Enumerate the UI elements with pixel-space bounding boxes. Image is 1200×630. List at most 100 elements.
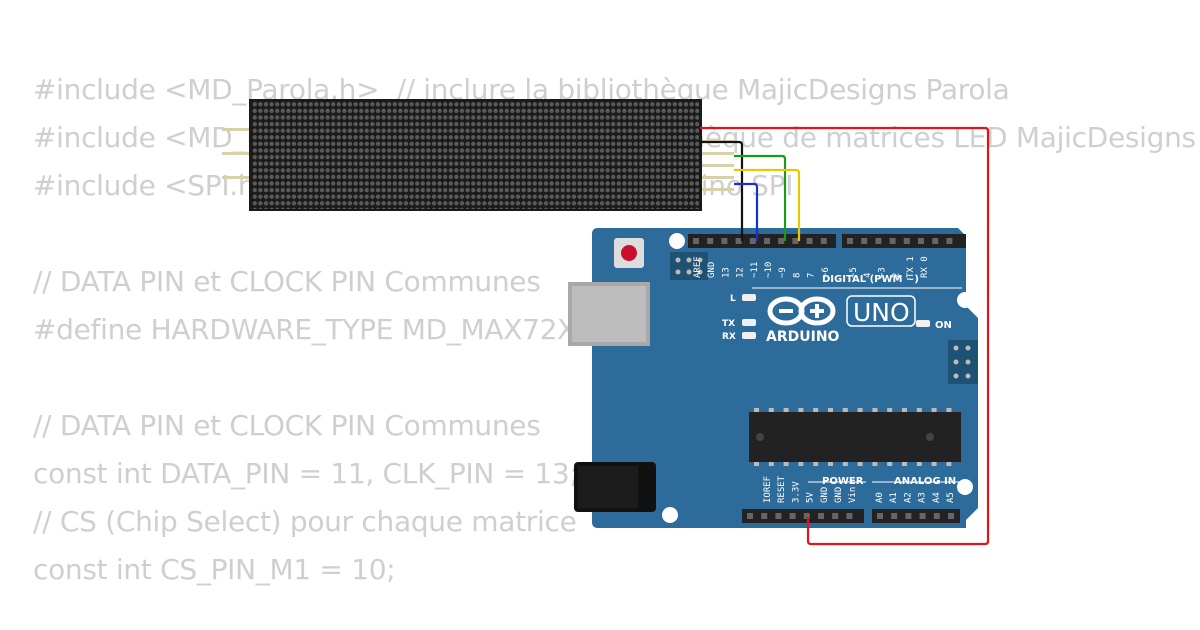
- led-tx: [742, 319, 756, 326]
- pin-hole[interactable]: [818, 513, 824, 519]
- microcontroller-chip: [749, 412, 961, 462]
- wire-vcc-red[interactable]: [700, 126, 990, 546]
- pin-hole[interactable]: [903, 238, 910, 244]
- pin-hole[interactable]: [721, 238, 728, 244]
- digital-pin-label: 4: [863, 273, 873, 278]
- pin-hole[interactable]: [775, 513, 782, 519]
- pin-hole[interactable]: [820, 238, 827, 244]
- pin-hole[interactable]: [749, 238, 756, 244]
- digital-pin-label: RX 0: [920, 256, 930, 278]
- pin-hole[interactable]: [846, 513, 853, 519]
- digital-label: DIGITAL (PWM ~): [822, 274, 919, 285]
- pin-hole[interactable]: [747, 513, 753, 519]
- analog-pin-label: A3: [918, 492, 928, 503]
- analog-pin-label: A5: [946, 492, 956, 503]
- rx-label: RX: [722, 332, 736, 342]
- wire-clk-yellow[interactable]: [734, 168, 801, 241]
- mounting-hole: [662, 507, 678, 523]
- pin-hole[interactable]: [948, 513, 954, 519]
- wire-din-blue[interactable]: [734, 182, 759, 241]
- code-line: // DATA PIN et CLOCK PIN Communes: [33, 409, 541, 442]
- digital-pin-label: 7: [807, 273, 817, 278]
- pin-hole[interactable]: [778, 238, 785, 244]
- power-label: POWER: [822, 476, 864, 487]
- mounting-hole: [957, 292, 973, 308]
- code-line: const int DATA_PIN = 11, CLK_PIN = 13;: [33, 457, 579, 490]
- analog-pin-label: A0: [875, 492, 885, 503]
- pin-hole[interactable]: [735, 238, 742, 244]
- pin-hole[interactable]: [877, 513, 883, 519]
- pin-hole[interactable]: [918, 238, 924, 244]
- wire-gnd-black[interactable]: [700, 140, 744, 241]
- pin-hole[interactable]: [806, 238, 813, 244]
- digital-pin-label: ~6: [821, 267, 831, 278]
- pin-hole[interactable]: [792, 238, 799, 244]
- digital-pin-label: ~10: [764, 262, 774, 278]
- digital-pin-holes: [693, 238, 953, 244]
- arduino-logo-icon: [767, 296, 836, 326]
- analog-pin-label: A2: [903, 492, 913, 503]
- analog-label: ANALOG IN: [894, 476, 956, 487]
- power-pin-label: GND: [820, 487, 830, 503]
- matrix-pin-right: [700, 164, 734, 167]
- matrix-pin-right: [700, 188, 734, 191]
- uno-badge: [846, 295, 916, 327]
- usb-connector-inner: [572, 286, 646, 342]
- pin-hole[interactable]: [919, 513, 926, 519]
- chip-dot: [926, 433, 934, 441]
- arduino-logo-text: ARDUINO: [766, 329, 840, 345]
- digital-pin-label: ~11: [750, 262, 760, 278]
- pin-hole[interactable]: [875, 238, 882, 244]
- wire-cs-green[interactable]: [734, 154, 787, 241]
- icsp-pins-right: [953, 345, 971, 379]
- led-matrix-module[interactable]: [222, 99, 734, 211]
- power-pin-label: Vin: [848, 487, 858, 503]
- pin-hole[interactable]: [707, 238, 714, 244]
- digital-pin-label: TX 1: [906, 256, 916, 278]
- digital-pin-label: GND: [707, 262, 717, 278]
- led-on: [916, 320, 930, 327]
- digital-pin-label: 2: [892, 273, 902, 278]
- pin-hole[interactable]: [905, 513, 912, 519]
- power-jack-inner: [578, 466, 638, 508]
- power-pin-label: 3.3V: [791, 481, 801, 503]
- l-label: L: [730, 294, 736, 304]
- pin-hole[interactable]: [847, 238, 853, 244]
- icsp-header-right: [948, 340, 978, 384]
- led-rx: [742, 332, 756, 339]
- power-pin-label: RESET: [777, 475, 787, 503]
- analog-header: [872, 509, 960, 523]
- mounting-hole: [669, 233, 685, 249]
- power-header: [742, 509, 864, 523]
- pin-hole[interactable]: [932, 238, 939, 244]
- pin-hole[interactable]: [693, 238, 699, 244]
- pin-hole[interactable]: [946, 238, 953, 244]
- reset-button-cap[interactable]: [621, 245, 637, 261]
- digital-pin-label: ~3: [877, 267, 887, 278]
- pin-hole[interactable]: [789, 513, 796, 519]
- bottom-pin-holes: [747, 513, 954, 519]
- on-label: ON: [935, 320, 952, 331]
- uno-text: UNO: [853, 298, 910, 327]
- power-pin-label: GND: [834, 487, 844, 503]
- chip-notch: [756, 433, 764, 441]
- pin-hole[interactable]: [764, 238, 770, 244]
- pin-hole[interactable]: [889, 238, 896, 244]
- chip-legs: [754, 408, 952, 466]
- pin-hole[interactable]: [891, 513, 898, 519]
- analog-pin-label: A1: [889, 492, 899, 503]
- tx-label: TX: [722, 319, 735, 329]
- digital-pin-label: 13: [721, 267, 731, 278]
- pin-hole[interactable]: [861, 238, 868, 244]
- pin-hole[interactable]: [803, 513, 810, 519]
- digital-pin-label: AREF: [693, 256, 703, 278]
- matrix-pin-right: [700, 176, 734, 179]
- mounting-hole: [957, 479, 973, 495]
- power-pin-label: 5V: [806, 492, 816, 503]
- pin-hole[interactable]: [832, 513, 839, 519]
- matrix-pin-left: [222, 128, 250, 131]
- pin-hole[interactable]: [761, 513, 768, 519]
- pin-hole[interactable]: [933, 513, 940, 519]
